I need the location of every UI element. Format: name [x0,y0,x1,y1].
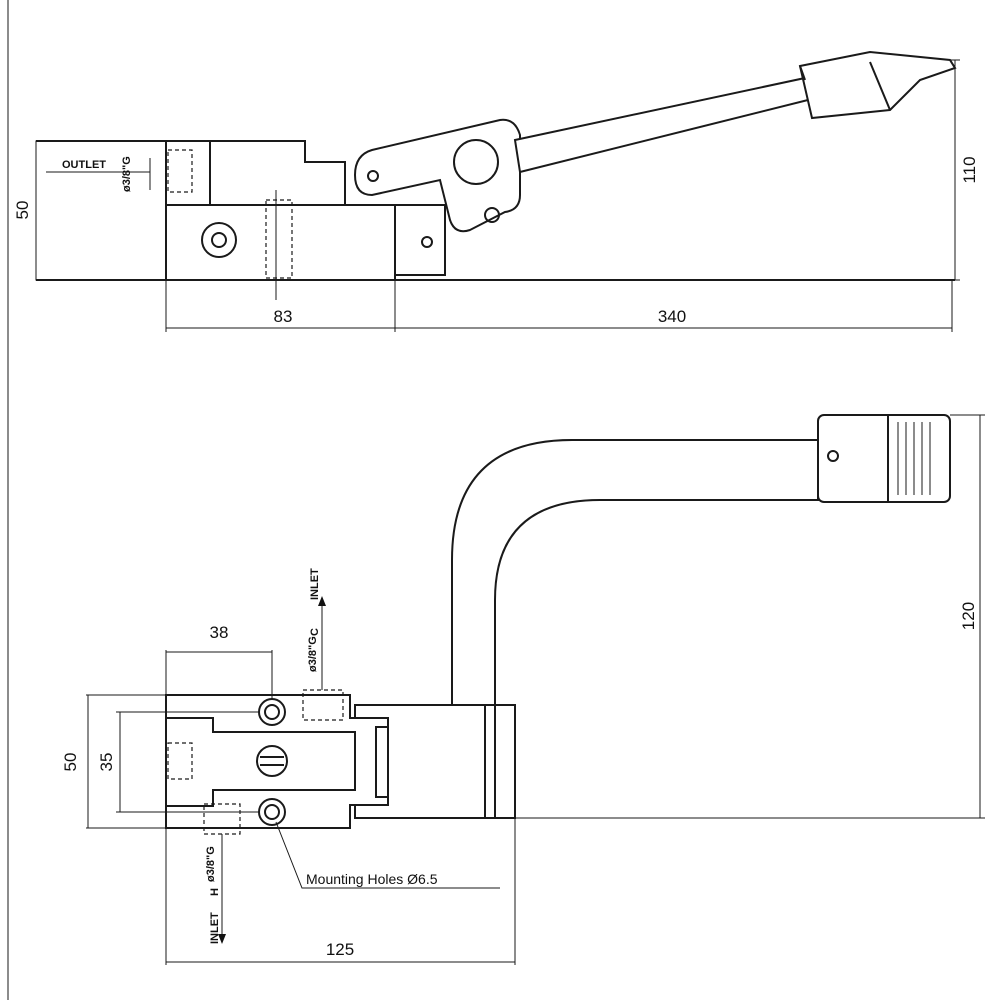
dim-120: 120 [959,602,978,630]
dim-110: 110 [960,156,979,183]
inlet-c-label: INLET [309,568,321,600]
outlet-thread-label: ø3/8"G [121,156,133,192]
center-screw [256,745,288,777]
pivot-circle [453,139,499,185]
dim-83: 83 [274,307,293,326]
inlet-h-letter: H [209,888,221,896]
dim-340: 340 [658,307,686,326]
outlet-port-plan [167,742,193,780]
body-port-circle [201,222,237,258]
dim-38: 38 [210,623,229,642]
plan-view [86,414,985,965]
mounting-holes-label: Mounting Holes Ø6.5 [306,871,438,887]
outlet-label: OUTLET [62,159,106,171]
dim-35: 35 [97,753,116,772]
plan-lever [451,439,819,705]
dim-50-bottom: 50 [61,753,80,772]
pivot-bracket [394,204,446,276]
mounting-leader [275,821,500,889]
inlet-h-thread: ø3/8"G [205,846,217,882]
pedal-pad [817,414,951,503]
link-arm [353,118,521,233]
lever-arm [513,76,810,174]
inlet-c-thread: ø3/8"G [307,636,319,672]
valve-body-plan [165,694,389,829]
inlet-h-label: INLET [209,912,221,944]
side-view [35,50,960,332]
vertical-bore [265,199,293,279]
dim-50-top: 50 [13,201,32,220]
pedal-head [798,50,957,120]
dim-125: 125 [326,940,354,959]
outlet-thread [167,149,193,193]
inlet-c-letter: C [309,628,321,636]
